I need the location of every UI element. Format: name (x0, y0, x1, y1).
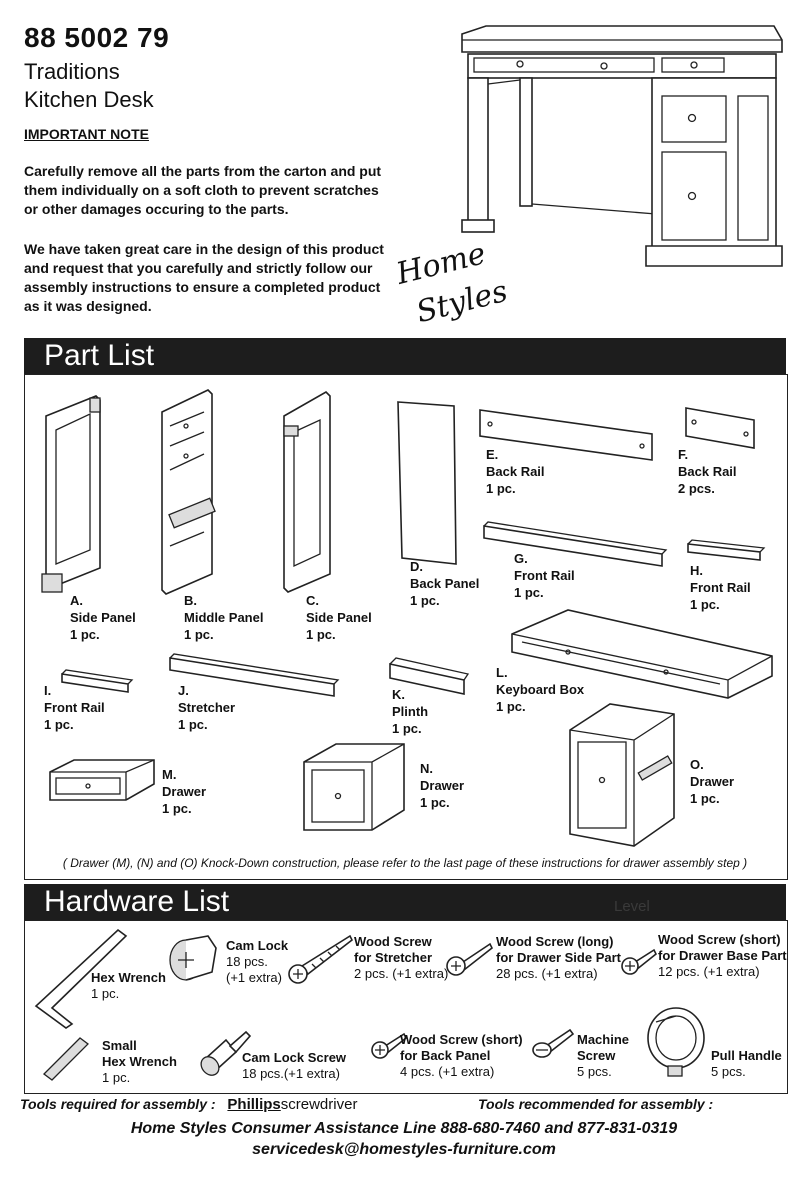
front-rail-i-drawing (61, 669, 134, 693)
wood-screw-short-back-icon (371, 1032, 408, 1059)
tools-required-phillips: Phillips (227, 1096, 281, 1113)
side-panel-a-drawing (41, 395, 101, 593)
consumer-assistance-line: Home Styles Consumer Assistance Line 888… (130, 1120, 678, 1137)
front-rail-h-drawing (687, 539, 766, 561)
wood-screw-long-icon (446, 942, 494, 976)
cam-lock-icon (169, 935, 217, 981)
product-name-line1: Traditions (24, 59, 120, 84)
hardware-list-frame (24, 920, 788, 1094)
service-email[interactable]: servicedesk@homestyles-furniture.com (252, 1141, 556, 1158)
hardware-list-header: Hardware List (24, 884, 786, 920)
tools-required-label: Tools required for assembly : (20, 1096, 216, 1112)
model-number: 88 5002 79 (24, 22, 170, 53)
back-panel-d-drawing (397, 401, 457, 565)
part-list-frame (24, 374, 788, 880)
front-rail-g-drawing (483, 521, 668, 567)
back-rail-e-drawing (479, 409, 653, 461)
part-list-header: Part List (24, 338, 786, 374)
hex-wrench-icon (34, 928, 128, 1029)
important-note-title: IMPORTANT NOTE (24, 126, 149, 142)
small-hex-wrench-icon (43, 1037, 89, 1081)
note-paragraph-2: We have taken great care in the design o… (24, 241, 384, 314)
pull-handle-icon (647, 1007, 705, 1077)
drawer-o-drawing (569, 703, 675, 847)
middle-panel-b-drawing (161, 389, 216, 595)
tools-required-screwdriver: screwdriver (280, 1096, 358, 1113)
home-styles-logo: Home Styles (392, 244, 511, 324)
wood-screw-short-base-icon (621, 948, 658, 975)
wood-screw-stretcher-icon (288, 934, 354, 984)
plinth-k-drawing (389, 657, 470, 695)
back-rail-f-drawing (685, 407, 755, 449)
note-paragraph-1: Carefully remove all the parts from the … (24, 163, 382, 217)
product-name-line2: Kitchen Desk (24, 87, 154, 112)
machine-screw-icon (532, 1028, 575, 1058)
stretcher-j-drawing (169, 653, 340, 697)
tools-recommended-label: Tools recommended for assembly : (478, 1096, 714, 1112)
keyboard-box-l-drawing (511, 609, 773, 699)
tools-required: Tools required for assembly : Phillipssc… (20, 1096, 357, 1113)
product-name: Traditions Kitchen Desk (24, 58, 154, 114)
side-panel-c-drawing (283, 391, 331, 593)
desk-illustration (461, 25, 783, 267)
drawer-m-drawing (49, 759, 155, 801)
level-text: Level (614, 898, 650, 915)
cam-lock-screw-icon (200, 1030, 252, 1076)
drawer-n-drawing (303, 743, 405, 831)
drawer-assembly-note: ( Drawer (M), (N) and (O) Knock-Down con… (62, 856, 748, 870)
